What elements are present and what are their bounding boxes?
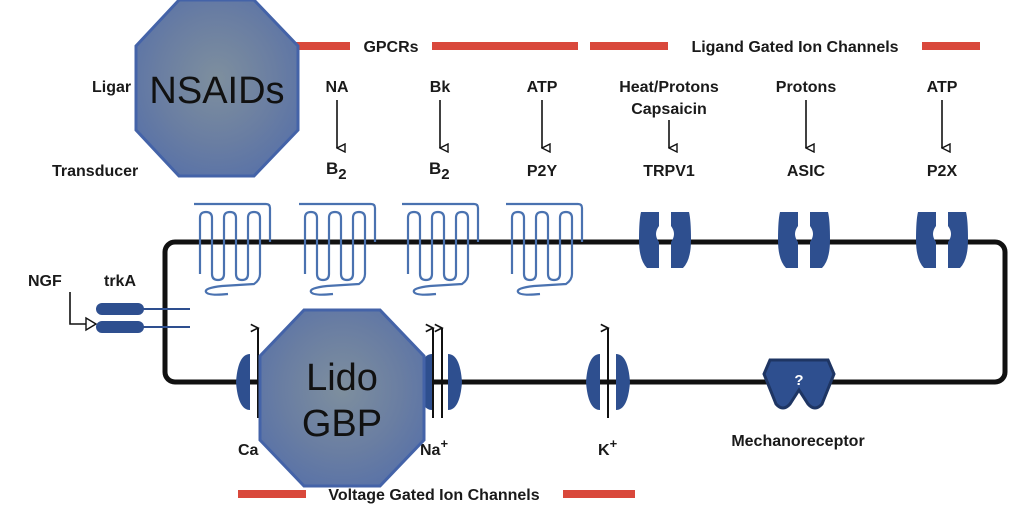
- ligand-gated-label: Ligand Gated Ion Channels: [691, 39, 898, 56]
- trka-label: trkA: [104, 273, 136, 290]
- trka-receptor-1: [96, 303, 144, 315]
- receptor-p2x: P2X: [927, 163, 958, 180]
- ligand-na: NA: [325, 79, 349, 96]
- mechanoreceptor-shape: [762, 358, 836, 410]
- receptor-trpv1: TRPV1: [643, 163, 695, 180]
- ngf-label: NGF: [28, 273, 62, 290]
- receptor-b2-2: B2: [429, 159, 450, 183]
- lgic-bar-right: [922, 42, 980, 50]
- voltage-gated-label: Voltage Gated Ion Channels: [328, 487, 539, 504]
- ligand-row-label: Ligar: [92, 79, 131, 96]
- ligand-atp-2: ATP: [927, 79, 958, 96]
- transducer-row-label: Transducer: [52, 163, 138, 180]
- gpcr-b2-1: [297, 202, 377, 296]
- gpcr-1: [192, 202, 272, 296]
- lido-label: Lido: [306, 357, 378, 399]
- receptor-b2-1: B2: [326, 159, 347, 183]
- gpcr-bar-right: [432, 42, 578, 50]
- vgic-bar-right: [563, 490, 635, 498]
- ion-k: K+: [598, 436, 618, 459]
- ngf-arrowhead: [85, 316, 98, 332]
- vgic-bar-left: [238, 490, 306, 498]
- mechanoreceptor-symbol: ?: [794, 372, 803, 389]
- receptor-asic: ASIC: [787, 163, 826, 180]
- gpcr-b2-2: [400, 202, 480, 296]
- nsaids-octagon: [134, 0, 300, 178]
- gbp-label: GBP: [302, 403, 382, 445]
- ligand-capsaicin: Capsaicin: [631, 101, 707, 118]
- gpcrs-label: GPCRs: [363, 39, 418, 56]
- gpcr-p2y: [504, 202, 584, 296]
- lgic-bar-left: [590, 42, 668, 50]
- ligand-heat-protons: Heat/Protons: [619, 79, 719, 96]
- lido-gbp-octagon: [258, 308, 426, 488]
- ligand-atp-1: ATP: [527, 79, 558, 96]
- gpcr-bar-left: [296, 42, 350, 50]
- mechanoreceptor-label: Mechanoreceptor: [731, 433, 864, 450]
- trka-receptor-2: [96, 321, 144, 333]
- ligand-bk: Bk: [430, 79, 451, 96]
- ion-na: Na+: [420, 436, 448, 459]
- ligand-protons: Protons: [776, 79, 837, 96]
- ngf-binding-arrow: [69, 292, 92, 325]
- ion-ca: Ca: [238, 442, 259, 459]
- receptor-p2y: P2Y: [527, 163, 558, 180]
- cell-membrane: [162, 239, 1008, 385]
- nsaids-label: NSAIDs: [149, 70, 284, 112]
